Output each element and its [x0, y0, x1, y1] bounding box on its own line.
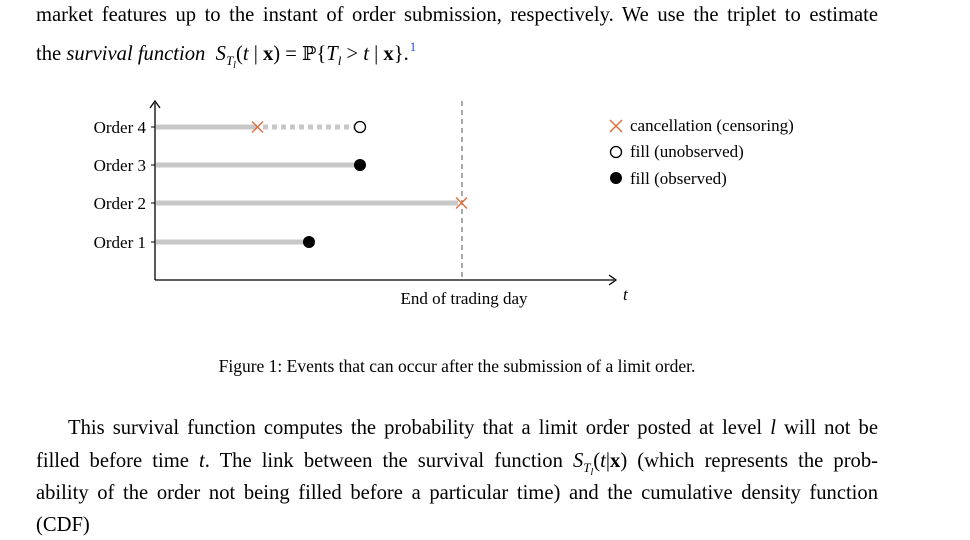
figure-caption: Figure 1: Events that can occur after th… — [218, 356, 696, 376]
order-label-1: Order 1 — [94, 233, 146, 252]
paragraph-text: filled before time — [36, 450, 189, 472]
survival-function-term: survival function — [66, 43, 206, 65]
cancel-legend-icon — [609, 119, 623, 133]
paragraph-text: (CDF) — [36, 514, 90, 536]
y-axis-arrow — [149, 99, 161, 109]
paragraph-text: This survival function computes the prob… — [68, 417, 763, 439]
math-l: l — [770, 417, 776, 439]
survival-function-inline: STl(t|x) — [572, 450, 628, 478]
paragraph-line-2: the survival function STl(t | x) = ℙ{Tl … — [36, 32, 878, 81]
x-axis-arrow — [608, 274, 618, 286]
legend-fill-observed: fill (observed) — [630, 169, 727, 188]
paragraph-text: (which represents the prob- — [637, 450, 879, 472]
unobserved-fill-legend-icon — [609, 145, 623, 159]
survival-function-equation: STl(t | x) = ℙ{Tl > t | x}. — [215, 43, 409, 71]
observed-fill-marker — [354, 159, 366, 171]
cancel-marker — [455, 196, 468, 210]
paragraph-text: will not be — [784, 417, 878, 439]
paragraph2-line-3: ability of the order not being filled be… — [36, 478, 878, 508]
paragraph-text: ability of the order not being filled be… — [36, 482, 878, 504]
paragraph-text: . The link between the survival function — [204, 450, 563, 472]
paragraph2-line-4: (CDF) — [36, 510, 878, 540]
end-of-day-label: End of trading day — [401, 289, 528, 308]
footnote-reference[interactable]: 1 — [409, 39, 417, 54]
order-label-4: Order 4 — [94, 118, 147, 137]
math-t: t — [198, 450, 205, 472]
paragraph-text: the — [36, 43, 62, 65]
cancel-marker — [251, 120, 264, 134]
observed-fill-marker — [303, 236, 315, 248]
legend: cancellation (censoring) fill (unobserve… — [609, 116, 794, 188]
legend-cancellation: cancellation (censoring) — [630, 116, 794, 135]
legend-fill-unobserved: fill (unobserved) — [630, 142, 744, 161]
paragraph2-line-1: This survival function computes the prob… — [36, 413, 878, 443]
paragraph-line-1: market features up to the instant of ord… — [36, 0, 878, 30]
paragraph-text: market features up to the instant of ord… — [36, 4, 878, 26]
paragraph2-line-2: filled before time t. The link between t… — [36, 446, 878, 488]
order-label-2: Order 2 — [94, 194, 146, 213]
axis-t-label: t — [623, 285, 629, 304]
observed-fill-legend-icon — [610, 172, 622, 184]
unobserved-fill-marker — [353, 120, 367, 134]
order-label-3: Order 3 — [94, 156, 146, 175]
